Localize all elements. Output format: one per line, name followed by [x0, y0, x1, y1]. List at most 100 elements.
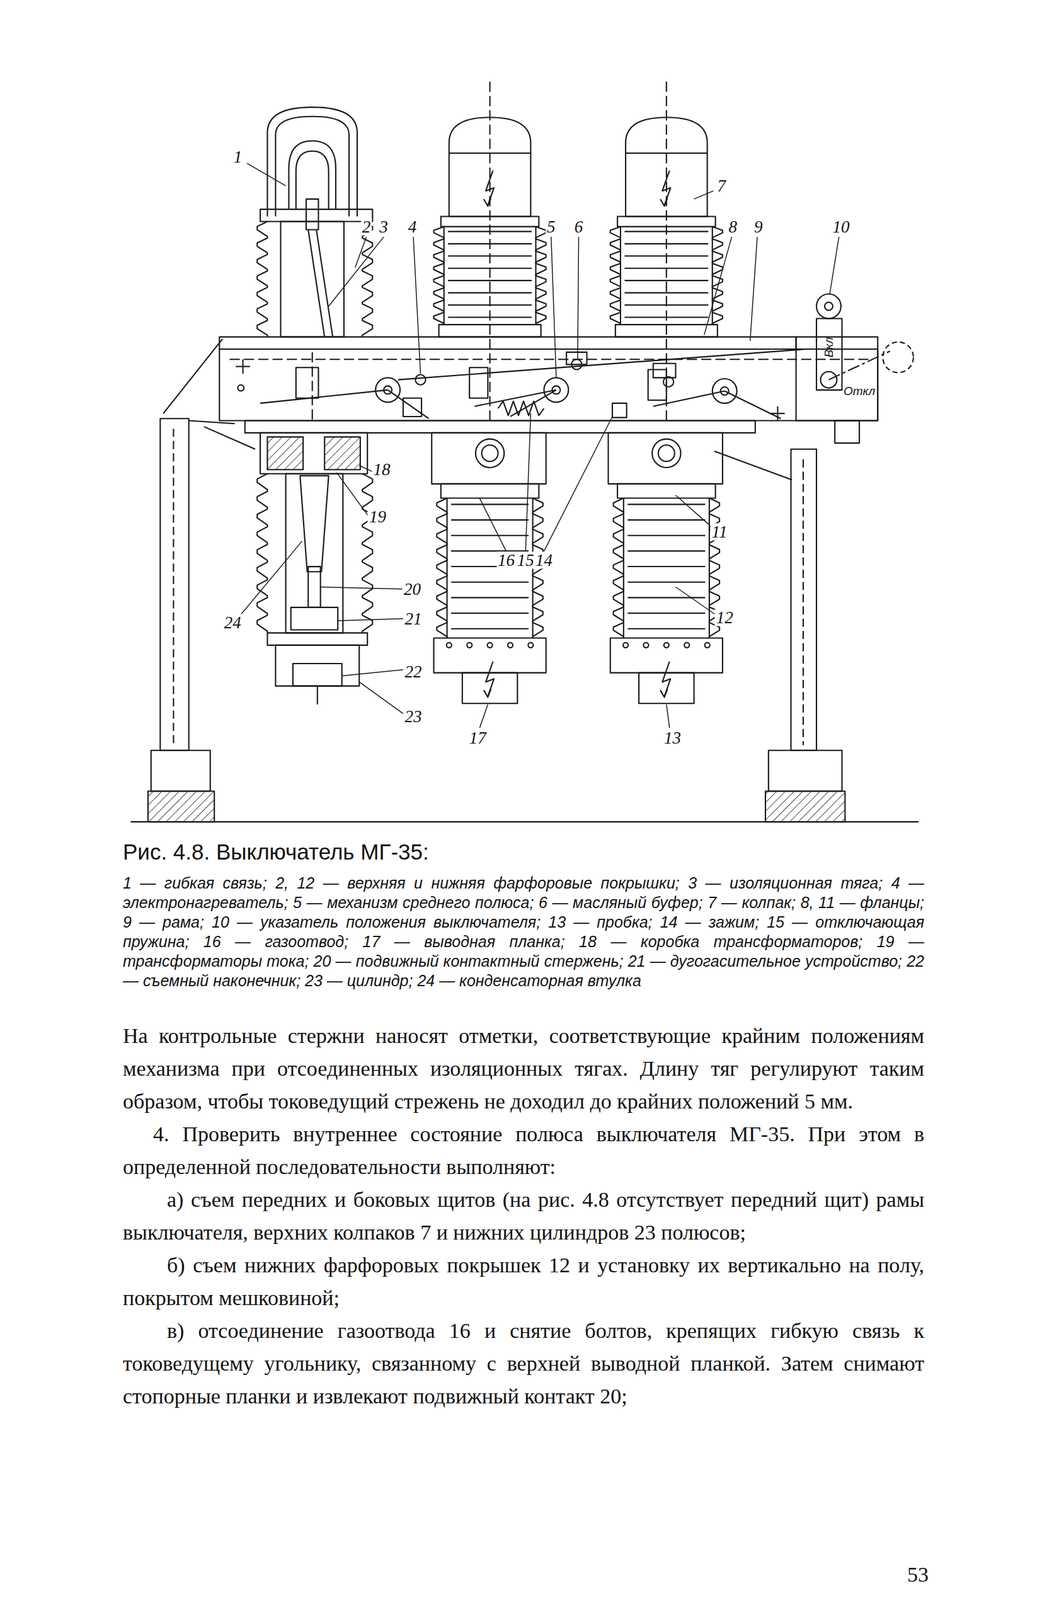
- shed-line: [447, 292, 532, 294]
- indicator-housing: [796, 337, 879, 421]
- callout-number: 19: [367, 507, 388, 525]
- porcelain-edge: [446, 498, 448, 639]
- indicator-mark: Вкл: [822, 335, 835, 359]
- flange-bolt: [704, 642, 710, 648]
- shed-line: [627, 581, 705, 583]
- arc-chute: [291, 607, 339, 630]
- porcelain-profile: [362, 473, 373, 634]
- link-rod: [388, 389, 430, 419]
- shed-line: [624, 279, 709, 281]
- leader-line: [359, 465, 373, 472]
- frame-plate: [219, 337, 796, 350]
- gear-wheel: [652, 439, 681, 468]
- leader-line: [694, 190, 714, 200]
- leader-line: [359, 681, 404, 714]
- callout-number: 1: [232, 148, 244, 166]
- removable-tip: [292, 663, 343, 687]
- inner-tube: [280, 221, 344, 338]
- shed-line: [624, 292, 709, 294]
- frame-brace: [714, 451, 792, 480]
- body-paragraph: б) съем нижних фарфоровых покрышек 12 и …: [122, 1248, 925, 1315]
- link-rod: [653, 390, 725, 406]
- shed-line: [627, 628, 705, 630]
- flexible-link: [296, 151, 329, 210]
- porcelain-profile: [257, 473, 268, 634]
- cylinder: [275, 645, 360, 687]
- callout-number: 20: [402, 580, 423, 598]
- shed-line: [447, 255, 532, 257]
- insulating-rod: [308, 229, 325, 338]
- insulating-rod: [260, 389, 388, 404]
- flange: [260, 209, 373, 222]
- leader-line: [675, 495, 712, 527]
- callout-number: 16: [496, 551, 516, 569]
- callout-number: 23: [403, 708, 424, 726]
- flange: [615, 324, 718, 337]
- heater-terminal: [415, 374, 426, 385]
- leader-line: [577, 236, 579, 360]
- leader-line: [328, 236, 384, 307]
- flange-bolt: [684, 642, 690, 648]
- leader-line: [750, 236, 758, 341]
- porcelain-edge: [619, 226, 622, 326]
- frame-brace: [204, 426, 256, 450]
- cap-line: [625, 152, 708, 154]
- frame-bolt: [237, 384, 244, 392]
- porcelain-profile: [436, 498, 447, 639]
- body-paragraph: На контрольные стержни наносят отметки, …: [122, 1019, 925, 1118]
- porcelain-profile: [536, 226, 547, 326]
- frame-body: [219, 349, 878, 421]
- leg-axis: [172, 428, 174, 745]
- leader-line: [337, 472, 370, 518]
- frame-line: [229, 358, 874, 360]
- drive-rod: [398, 349, 807, 380]
- flange: [440, 216, 540, 227]
- frame-mark: [235, 366, 251, 368]
- lightning-arrow: [660, 689, 668, 698]
- shed-line: [627, 612, 705, 614]
- shed-line: [627, 549, 705, 552]
- leader-line: [479, 704, 488, 728]
- flange: [439, 324, 542, 337]
- leader-line: [479, 498, 506, 552]
- leg-axis: [802, 459, 804, 746]
- frame-rail: [245, 420, 756, 433]
- figure-key: 1 — гибкая связь; 2, 12 — верхняя и нижн…: [122, 873, 925, 991]
- shed-line: [451, 612, 529, 614]
- flange-bolt: [643, 642, 649, 648]
- shed-line: [447, 243, 532, 245]
- leader-line: [246, 163, 287, 186]
- callout-number: 15: [515, 551, 536, 569]
- callout-number: 2: [360, 217, 373, 235]
- porcelain-profile: [362, 221, 373, 338]
- gear-wheel: [475, 439, 504, 468]
- indicator-pin: [820, 371, 837, 389]
- shed-line: [447, 279, 532, 281]
- indicator-pin: [824, 302, 833, 311]
- callout-number: 8: [727, 217, 739, 235]
- current-transformer: [324, 436, 361, 470]
- cap-inner: [275, 116, 350, 217]
- callout-number: 9: [752, 217, 765, 235]
- callout-number: 14: [534, 551, 554, 569]
- flange: [267, 632, 368, 645]
- cap-outline: [449, 117, 532, 217]
- flange-bolt: [623, 642, 629, 648]
- cap-line: [449, 152, 532, 154]
- flange-bolt: [446, 642, 452, 648]
- gear-hub: [481, 444, 499, 462]
- shed-line: [447, 267, 532, 270]
- oil-buffer: [566, 352, 587, 365]
- current-transformer: [267, 436, 304, 470]
- plug: [462, 672, 518, 704]
- leader-line: [240, 541, 302, 615]
- flange: [440, 483, 540, 499]
- shed-line: [451, 628, 529, 630]
- mechanism-block: [648, 369, 667, 401]
- porcelain-edge: [534, 226, 537, 326]
- leader-line: [675, 587, 716, 615]
- indicator-arm: [828, 350, 890, 380]
- porcelain-edge: [443, 226, 445, 326]
- callout-number: 17: [468, 729, 488, 747]
- pole-axis: [311, 352, 314, 421]
